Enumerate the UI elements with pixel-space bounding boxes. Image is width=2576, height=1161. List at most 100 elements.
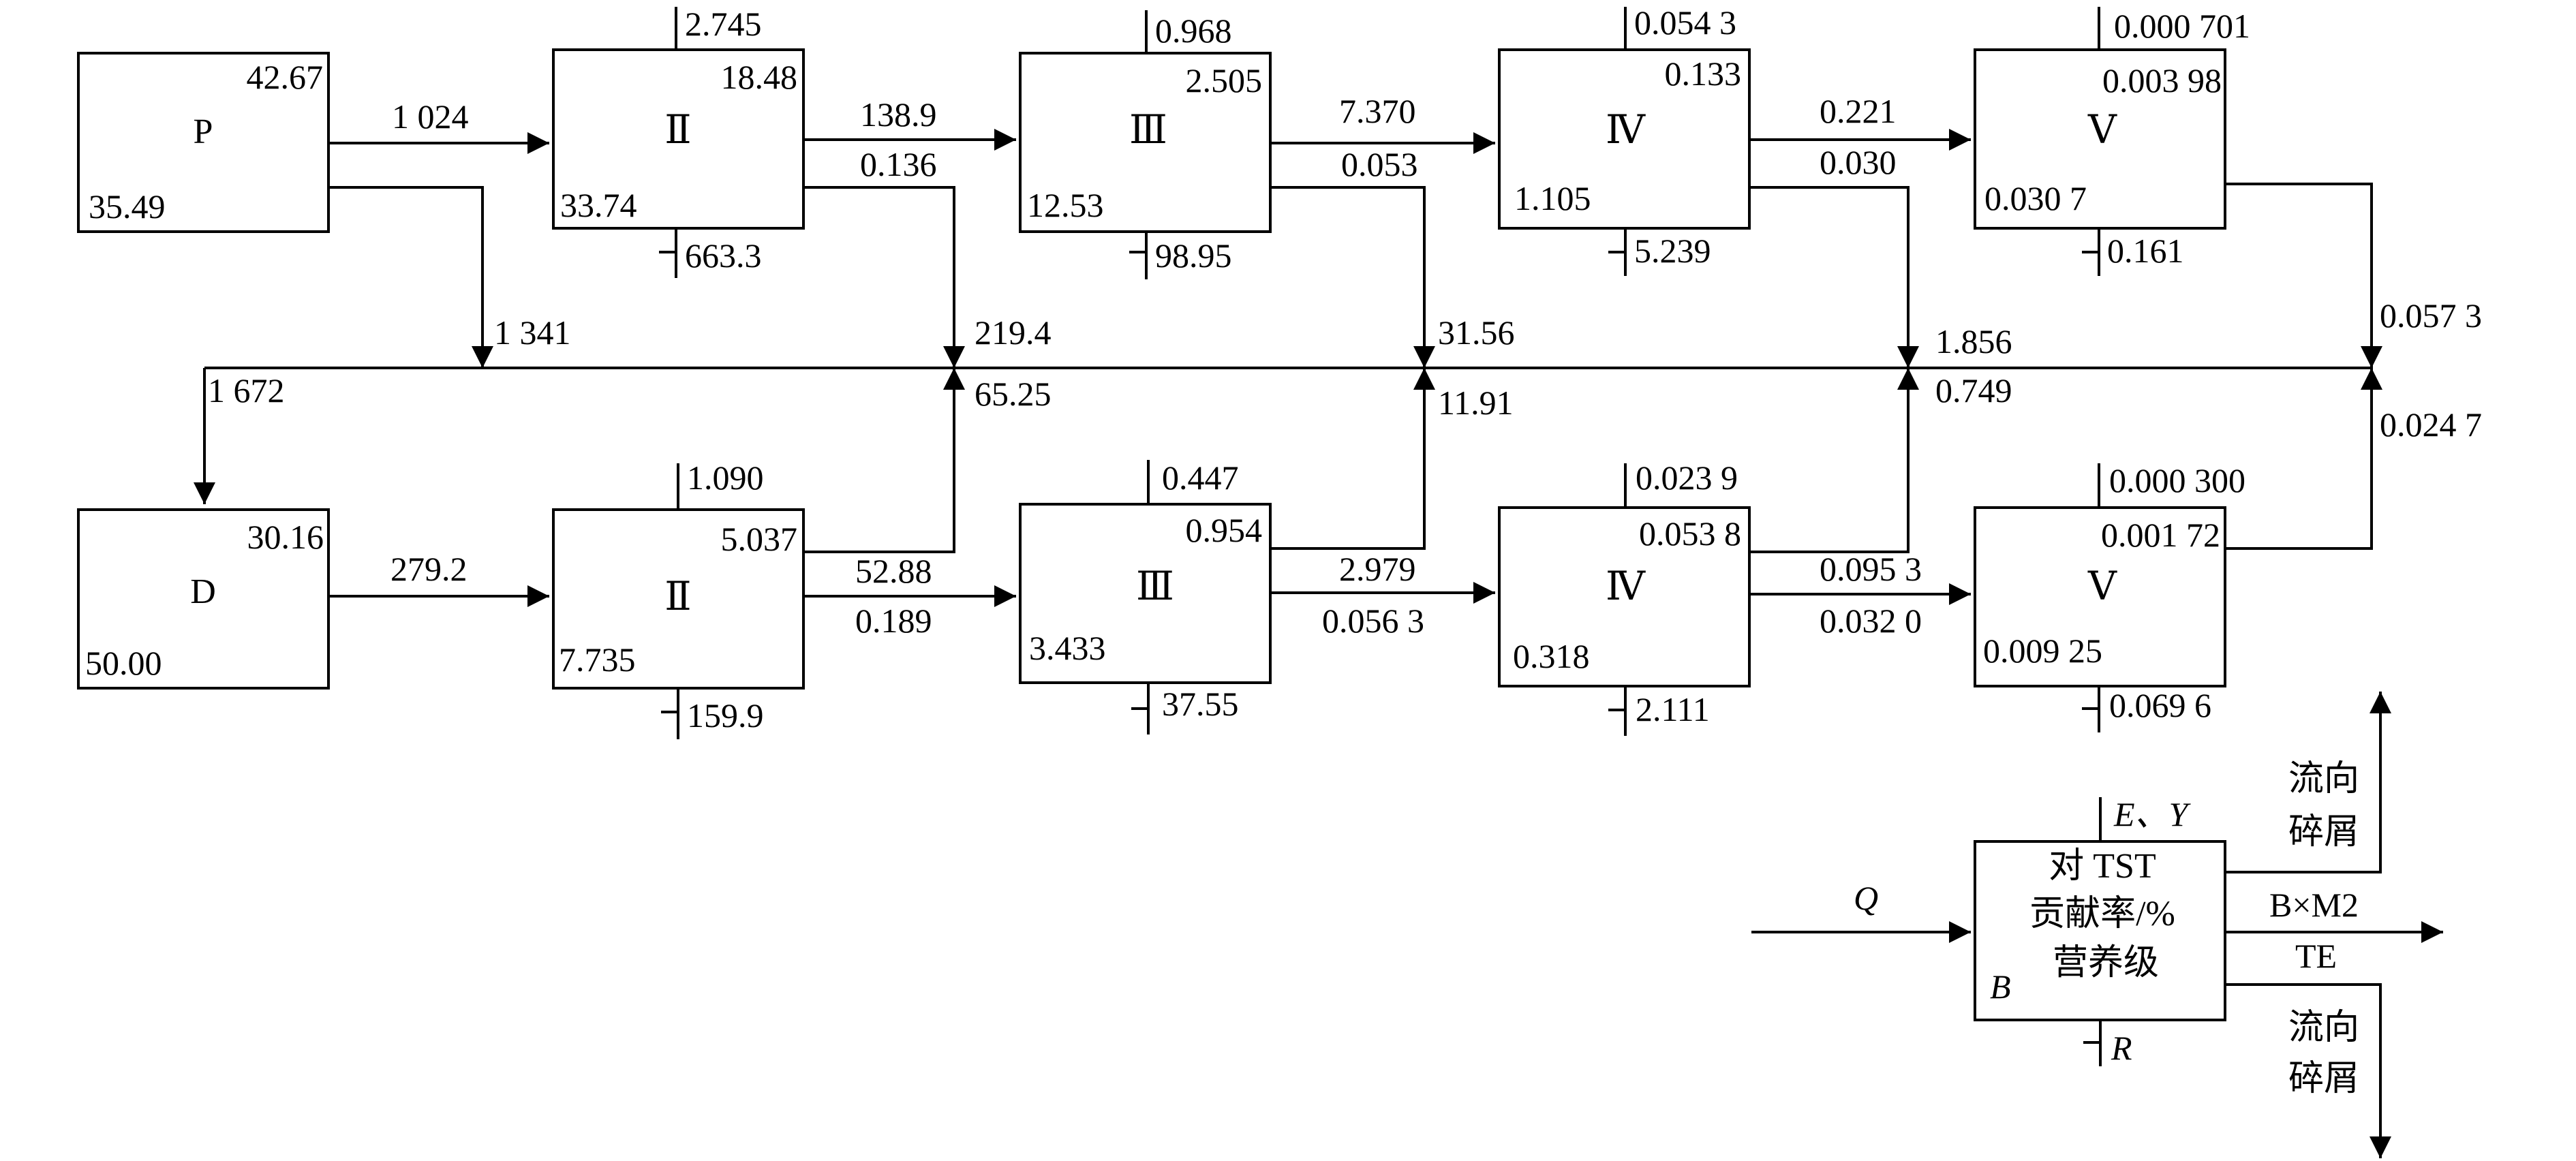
box-d-iv-label: Ⅳ [1606,564,1646,608]
box-d-iv-bot: 2.111 [1636,690,1710,728]
legend-box-line1: 对 TST [2049,847,2156,886]
box-g-iii-bl: 12.53 [1027,186,1104,224]
flow-d2-detritus: 65.25 [975,375,1052,413]
box-d-v-top: 0.000 300 [2109,461,2245,499]
box-g-iv-top: 0.054 3 [1634,3,1736,42]
flow-d-iv-v-up: 0.095 3 [1820,550,1922,588]
box-d-ii-label: Ⅱ [664,574,691,619]
box-g-ii: Ⅱ 18.48 33.74 2.745 663.3 [552,5,805,278]
box-d-iii-bot: 37.55 [1162,685,1239,723]
flow-d3-detritus: 11.91 [1438,384,1514,422]
box-d-iii-label: Ⅲ [1136,564,1174,608]
detritus-flow-line: 1 672 1 341 219.4 65.25 31.56 11.91 1.85… [194,183,2482,553]
flow-d5-detritus: 0.024 7 [2380,405,2482,444]
box-d-v: Ⅴ 0.001 72 0.009 25 0.000 300 0.069 6 [1974,461,2245,732]
flow-p-ii: 1 024 [392,97,469,136]
box-g-iii-bot: 98.95 [1155,236,1232,275]
box-g-ii-bot: 663.3 [685,236,762,275]
box-d-ii-top: 1.090 [687,459,764,497]
flow-to-d: 1 672 [208,371,285,409]
box-g-iv-bot: 5.239 [1634,232,1711,270]
box-g-iii: Ⅲ 2.505 12.53 0.968 98.95 [1019,10,1272,279]
legend-flow-up-2: 碎屑 [2288,813,2359,852]
box-g-iv-bl: 1.105 [1514,179,1591,217]
grazing-chain: P 42.67 35.49 Ⅱ 18.48 33.74 2.745 663.3 … [77,3,2250,279]
box-g-iv: Ⅳ 0.133 1.105 0.054 3 5.239 [1498,3,1751,276]
legend: 对 TST 贡献率/% 营养级 B Q E、Y R 流向 碎屑 B×M2 TE … [1751,692,2443,1158]
box-d-ii-tr: 5.037 [721,520,798,558]
box-d-iv-bl: 0.318 [1513,637,1590,675]
flow-d-ii: 279.2 [390,550,467,588]
flow-p-drop: 1 341 [494,313,571,352]
box-d-ii-bot: 159.9 [687,696,764,734]
flow-g-iv-v-up: 0.221 [1820,92,1897,130]
flow-d4-detritus: 0.749 [1935,371,2012,409]
box-p-bl: 35.49 [89,187,166,226]
box-g-iv-label: Ⅳ [1606,108,1646,152]
flow-g4-detritus: 1.856 [1935,322,2012,360]
box-g-ii-label: Ⅱ [664,108,691,152]
box-d-ii: Ⅱ 5.037 7.735 1.090 159.9 [552,459,805,739]
flow-g-iv-v-dn: 0.030 [1820,143,1897,181]
box-d-bl: 50.00 [85,644,162,682]
box-d-v-bl: 0.009 25 [1983,632,2102,670]
box-g-v-bl: 0.030 7 [1984,179,2087,217]
flow-g3-detritus: 31.56 [1438,313,1515,352]
box-g-ii-bl: 33.74 [560,186,637,224]
legend-b-label: B [1990,968,2011,1006]
flow-g-iii-iv-up: 7.370 [1339,92,1416,130]
box-d-iii: Ⅲ 0.954 3.433 0.447 37.55 [1019,459,1272,734]
box-d-iv-tr: 0.053 8 [1639,514,1741,553]
box-g-iii-tr: 2.505 [1186,61,1263,99]
box-g-iv-tr: 0.133 [1665,55,1742,93]
box-d-iii-bl: 3.433 [1029,629,1106,667]
legend-q-label: Q [1854,879,1878,917]
box-d-label: D [190,572,216,611]
legend-bottom-label: R [2111,1029,2132,1067]
legend-flow-dn-2: 碎屑 [2288,1059,2359,1098]
box-d-ii-bl: 7.735 [559,640,636,679]
legend-bm2: B×M2 [2269,886,2359,924]
box-d-v-label: Ⅴ [2087,564,2117,608]
box-d-v-bot: 0.069 6 [2109,686,2211,724]
flow-g5-detritus: 0.057 3 [2380,296,2482,335]
flow-d-iii-iv-dn: 0.056 3 [1322,602,1424,640]
flow-g-iii-iv-dn: 0.053 [1341,145,1418,183]
box-g-v-bot: 0.161 [2107,232,2184,270]
legend-te: TE [2295,937,2337,975]
detritus-chain: D 30.16 50.00 Ⅱ 5.037 7.735 1.090 159.9 … [77,459,2245,739]
legend-bm2-rest: ×M2 [2292,886,2359,924]
box-g-iii-label: Ⅲ [1129,108,1167,152]
legend-box-line3: 营养级 [2053,944,2159,982]
flow-d-ii-iii-dn: 0.189 [855,602,932,640]
legend-flow-dn-1: 流向 [2288,1008,2359,1047]
box-p-label: P [194,112,213,151]
flow-d-iii-iv-up: 2.979 [1339,550,1416,588]
box-g-v: Ⅴ 0.003 98 0.030 7 0.000 701 0.161 [1974,7,2250,276]
box-d-tr: 30.16 [247,518,324,556]
box-g-ii-top: 2.745 [685,5,762,43]
box-g-v-label: Ⅴ [2087,108,2117,152]
legend-box-line2: 贡献率/% [2029,895,2175,933]
box-g-v-tr: 0.003 98 [2102,61,2222,99]
box-g-v-top: 0.000 701 [2114,7,2250,45]
box-d-v-tr: 0.001 72 [2101,516,2220,554]
legend-flow-up-1: 流向 [2288,760,2359,799]
flow-g-ii-iii-dn: 0.136 [860,145,937,183]
box-p-tr: 42.67 [247,58,324,96]
box-p: P 42.67 35.49 [77,52,330,233]
box-d-iv: Ⅳ 0.053 8 0.318 0.023 9 2.111 [1498,459,1751,736]
box-d-iii-tr: 0.954 [1186,511,1263,549]
box-d-iii-top: 0.447 [1162,459,1239,497]
flow-d-iv-v-dn: 0.032 0 [1820,602,1922,640]
flow-g2-detritus: 219.4 [975,313,1052,352]
legend-bm2-b: B [2269,886,2292,924]
box-d-iv-top: 0.023 9 [1636,459,1738,497]
flow-d-ii-iii-up: 52.88 [855,552,932,590]
box-g-ii-tr: 18.48 [721,58,798,96]
flow-g-ii-iii-up: 138.9 [860,95,937,134]
legend-top-label: E、Y [2113,795,2192,833]
box-d: D 30.16 50.00 [77,508,330,690]
box-g-iii-top: 0.968 [1155,12,1232,50]
